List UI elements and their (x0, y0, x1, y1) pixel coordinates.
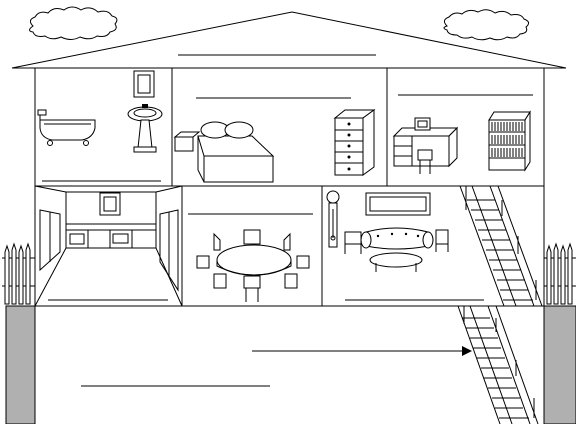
nightstand-icon (173, 131, 201, 152)
fence-left-icon (2, 242, 35, 305)
cloud-left-icon (29, 6, 118, 40)
sofa-icon (360, 227, 434, 250)
bookcase-icon (488, 110, 531, 172)
bed-icon (197, 121, 275, 183)
chair-icon (417, 149, 433, 174)
cloud-right-icon (443, 9, 530, 41)
dresser-icon (333, 109, 376, 176)
fence-right-icon (544, 242, 576, 305)
grandfather-clock-icon (326, 190, 340, 248)
kitchen-perspective (34, 185, 183, 307)
mirror-icon (133, 70, 155, 98)
sink-icon (127, 104, 163, 153)
desk-icon (392, 126, 459, 168)
computer-icon (414, 117, 431, 131)
side-chair-icon (435, 229, 449, 252)
painting-icon (365, 192, 431, 216)
ground-right (543, 305, 576, 424)
coffee-table-icon (369, 252, 423, 272)
upper-floor (34, 67, 545, 187)
bathtub-icon (37, 109, 96, 146)
staircase-basement-icon (457, 305, 539, 424)
armchair-icon (344, 231, 362, 254)
ground-left (5, 305, 36, 424)
kitchen-window-icon (99, 192, 121, 216)
answer-line-basement-stairs[interactable] (252, 346, 472, 356)
dining-table-icon (216, 244, 292, 276)
staircase-upper-icon (459, 185, 543, 307)
dining-chair-icon (196, 229, 310, 302)
ground-floor (34, 185, 545, 307)
